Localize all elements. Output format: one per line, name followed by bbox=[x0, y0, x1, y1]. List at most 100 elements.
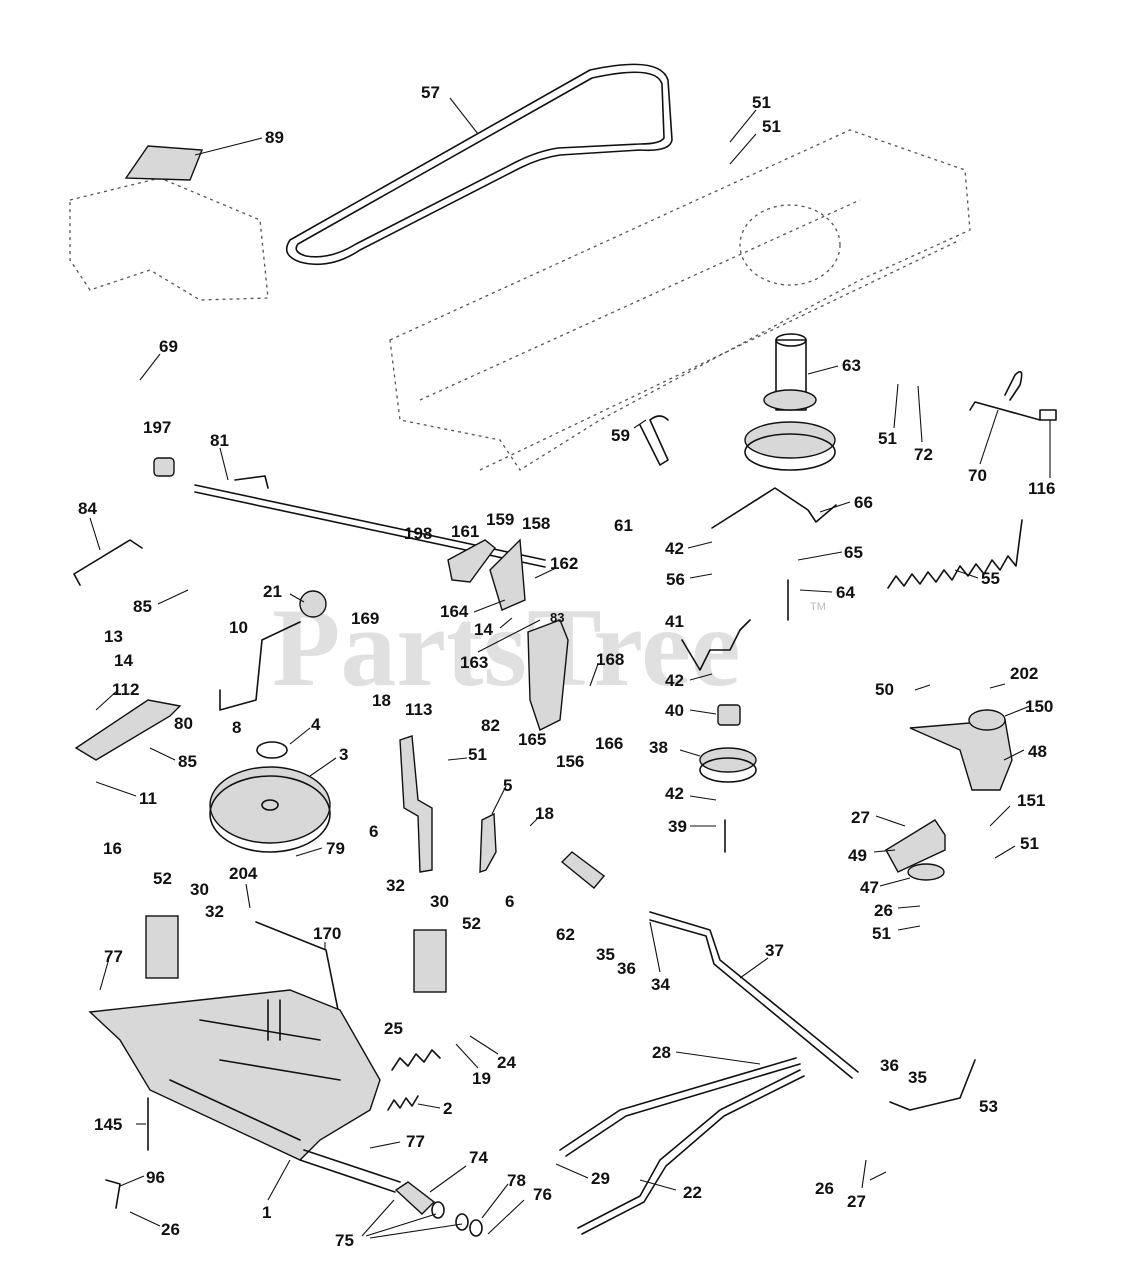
callout-170: 170 bbox=[313, 924, 341, 943]
callout-56: 56 bbox=[666, 570, 685, 589]
callout-3: 3 bbox=[339, 745, 348, 764]
callout-204: 204 bbox=[229, 864, 258, 883]
callout-51: 51 bbox=[1020, 834, 1039, 853]
callout-18: 18 bbox=[535, 804, 554, 823]
callout-51: 51 bbox=[762, 117, 781, 136]
part-66-rod bbox=[711, 487, 837, 529]
callout-27: 27 bbox=[847, 1192, 866, 1211]
part-62-sleeve bbox=[560, 851, 606, 889]
callout-145: 145 bbox=[94, 1115, 122, 1134]
callout-1: 1 bbox=[262, 1203, 271, 1222]
callout-22: 22 bbox=[683, 1183, 702, 1202]
callout-55: 55 bbox=[981, 569, 1000, 588]
callout-61: 61 bbox=[614, 516, 633, 535]
callout-75: 75 bbox=[335, 1231, 354, 1250]
chassis-frame bbox=[69, 129, 971, 471]
leader-lines bbox=[89, 97, 1051, 1239]
part-63-pulley bbox=[744, 333, 836, 471]
callout-51: 51 bbox=[878, 429, 897, 448]
callout-30: 30 bbox=[190, 880, 209, 899]
callout-32: 32 bbox=[386, 876, 405, 895]
callout-26: 26 bbox=[815, 1179, 834, 1198]
callout-36: 36 bbox=[880, 1056, 899, 1075]
part-30-left bbox=[145, 915, 179, 979]
part-1-transaxle bbox=[88, 989, 401, 1193]
part-21-knob bbox=[299, 590, 327, 618]
callout-64: 64 bbox=[836, 583, 855, 602]
callout-35: 35 bbox=[596, 945, 615, 964]
callout-47: 47 bbox=[860, 878, 879, 897]
callout-37: 37 bbox=[765, 941, 784, 960]
part-22-rod bbox=[577, 1069, 801, 1229]
callout-26: 26 bbox=[874, 901, 893, 920]
callout-16: 16 bbox=[103, 839, 122, 858]
part-75-washer bbox=[431, 1201, 445, 1219]
callout-35: 35 bbox=[908, 1068, 927, 1087]
callout-161: 161 bbox=[451, 522, 479, 541]
part-96-pin bbox=[105, 1179, 121, 1209]
callout-48: 48 bbox=[1028, 742, 1047, 761]
part-150 bbox=[968, 709, 1006, 731]
callout-202: 202 bbox=[1010, 664, 1038, 683]
part-30-right bbox=[413, 929, 447, 993]
callout-76: 76 bbox=[533, 1185, 552, 1204]
callout-52: 52 bbox=[153, 869, 172, 888]
callout-164: 164 bbox=[440, 602, 469, 621]
part-70-rod bbox=[969, 370, 1041, 421]
part-40 bbox=[717, 704, 741, 726]
callout-52: 52 bbox=[462, 914, 481, 933]
callout-30: 30 bbox=[430, 892, 449, 911]
part-84-rod bbox=[73, 539, 143, 586]
callout-165: 165 bbox=[518, 730, 546, 749]
callout-19: 19 bbox=[472, 1069, 491, 1088]
callout-85: 85 bbox=[133, 597, 152, 616]
part-53-rod bbox=[889, 1059, 976, 1111]
callout-4: 4 bbox=[311, 715, 321, 734]
callout-34: 34 bbox=[651, 975, 670, 994]
callout-168: 168 bbox=[596, 650, 624, 669]
callout-89: 89 bbox=[265, 128, 284, 147]
part-165 bbox=[527, 619, 569, 731]
part-8-lever bbox=[219, 621, 301, 711]
callout-65: 65 bbox=[844, 543, 863, 562]
part-113 bbox=[399, 735, 433, 873]
part-34-rod bbox=[649, 911, 859, 1073]
callout-66: 66 bbox=[854, 493, 873, 512]
callout-53: 53 bbox=[979, 1097, 998, 1116]
callout-10: 10 bbox=[229, 618, 248, 637]
callout-59: 59 bbox=[611, 426, 630, 445]
callout-39: 39 bbox=[668, 817, 687, 836]
callout-158: 158 bbox=[522, 514, 550, 533]
callout-28: 28 bbox=[652, 1043, 671, 1062]
callout-14: 14 bbox=[114, 651, 133, 670]
part-5 bbox=[479, 812, 497, 873]
callout-25: 25 bbox=[384, 1019, 403, 1038]
callout-13: 13 bbox=[104, 627, 123, 646]
callout-159: 159 bbox=[486, 510, 514, 529]
callout-50: 50 bbox=[875, 680, 894, 699]
callout-38: 38 bbox=[649, 738, 668, 757]
callout-27: 27 bbox=[851, 808, 870, 827]
callout-49: 49 bbox=[848, 846, 867, 865]
part-80-plate bbox=[74, 699, 182, 761]
callout-62: 62 bbox=[556, 925, 575, 944]
callout-labels: 57 51 51 89 69 63 51 72 70 116 197 81 59… bbox=[78, 83, 1055, 1250]
callout-83: 83 bbox=[550, 610, 564, 625]
part-4-ring bbox=[256, 741, 288, 759]
callout-32: 32 bbox=[205, 902, 224, 921]
callout-18: 18 bbox=[372, 691, 391, 710]
callout-41: 41 bbox=[665, 612, 684, 631]
callout-96: 96 bbox=[146, 1168, 165, 1187]
callout-78: 78 bbox=[507, 1171, 526, 1190]
part-49 bbox=[885, 819, 946, 873]
callout-63: 63 bbox=[842, 356, 861, 375]
callout-11: 11 bbox=[139, 789, 157, 808]
callout-77: 77 bbox=[104, 947, 123, 966]
part-158 bbox=[489, 538, 526, 611]
callout-42: 42 bbox=[665, 671, 684, 690]
part-48-plate bbox=[909, 719, 1013, 791]
callout-82: 82 bbox=[481, 716, 500, 735]
callout-156: 156 bbox=[556, 752, 584, 771]
part-159 bbox=[447, 539, 496, 583]
callout-8: 8 bbox=[232, 718, 241, 737]
